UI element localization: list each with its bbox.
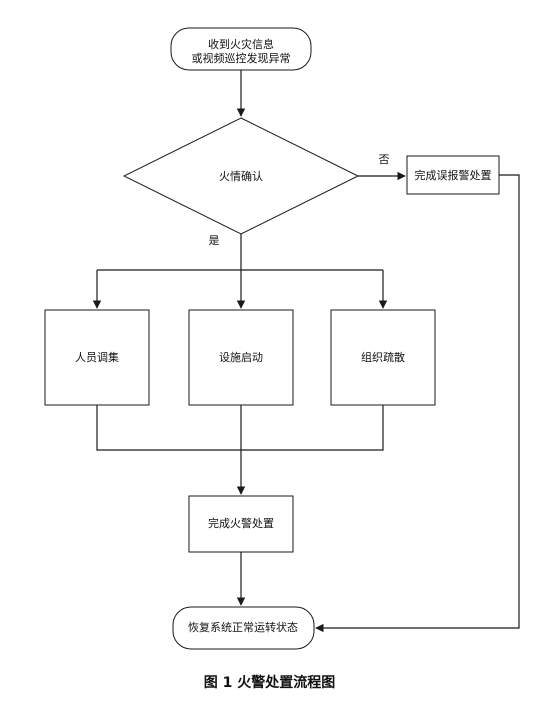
- edge-merge-bar: [96, 405, 384, 451]
- edge-false-alarm-to-restore: [315, 174, 520, 633]
- complete-node: 完成火警处置: [188, 495, 294, 553]
- figure-caption: 图 1 火警处置流程图: [203, 675, 336, 691]
- edge-label-no: 否: [379, 153, 390, 166]
- restore-node: 恢复系统正常运转状态: [172, 606, 315, 650]
- evacuation-node: 组织疏散: [330, 309, 436, 406]
- edge-label-yes: 是: [209, 234, 220, 247]
- restore-node-label: 恢复系统正常运转状态: [188, 620, 298, 634]
- false-alarm-node: 完成误报警处置: [406, 155, 500, 195]
- personnel-node: 人员调集: [44, 309, 150, 406]
- start-node-line1: 收到火灾信息: [208, 37, 274, 51]
- false-alarm-node-label: 完成误报警处置: [415, 168, 492, 182]
- equipment-node: 设施启动: [188, 309, 294, 406]
- start-node-line2: 或视频巡控发现异常: [192, 51, 291, 65]
- decision-node: 火情确认: [122, 117, 360, 235]
- start-node: 收到火灾信息 或视频巡控发现异常: [170, 27, 312, 71]
- equipment-node-label: 设施启动: [219, 351, 263, 364]
- complete-node-label: 完成火警处置: [208, 516, 274, 530]
- fire-alarm-flowchart: 收到火灾信息 或视频巡控发现异常 火情确认 否 完成误报警处置 是 人员调集 设…: [44, 27, 520, 650]
- decision-node-label: 火情确认: [219, 170, 263, 183]
- personnel-node-label: 人员调集: [75, 350, 119, 364]
- evacuation-node-label: 组织疏散: [361, 350, 405, 364]
